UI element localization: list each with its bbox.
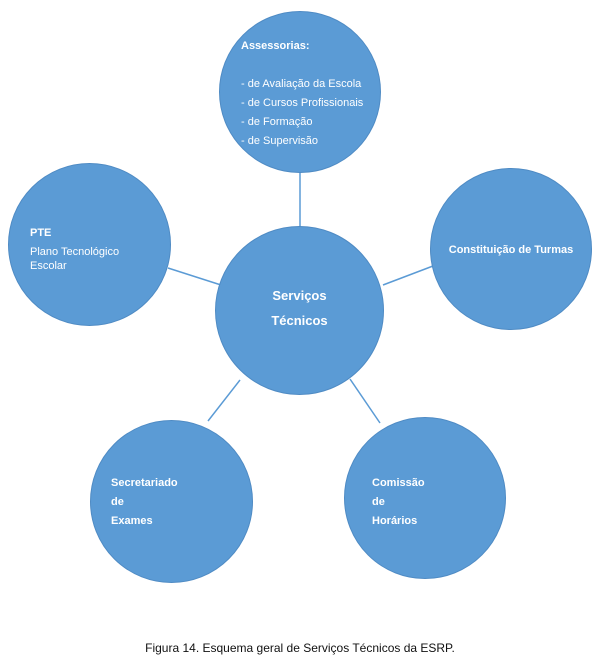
assessorias-node: Assessorias: - de Avaliação da Escola - … [219,11,381,173]
central-title-line2: Técnicos [271,313,328,328]
turmas-title: Constituição de Turmas [448,244,574,256]
central-node: Serviços Técnicos [215,226,384,395]
connector-bottom-left [207,379,241,422]
pte-line1: Plano Tecnológico [30,246,120,258]
assessorias-item: - de Avaliação da Escola [241,78,362,90]
figure-caption: Figura 14. Esquema geral de Serviços Téc… [145,641,455,655]
pte-node: PTE Plano Tecnológico Escolar [8,163,171,326]
assessorias-item: - de Formação [241,116,313,128]
assessorias-item: - de Supervisão [241,135,319,147]
pte-line2: Escolar [30,260,67,272]
assessorias-item: - de Cursos Profissionais [241,97,364,109]
exames-node: Secretariado de Exames [90,420,253,583]
central-title-line1: Serviços [272,288,327,303]
pte-title: PTE [30,227,52,239]
exames-line2: de [111,496,124,508]
exames-line3: Exames [111,515,153,527]
connector-bottom-right [349,378,381,424]
turmas-node: Constituição de Turmas [430,168,592,330]
assessorias-title: Assessorias: [241,40,310,52]
horarios-line2: de [372,496,385,508]
horarios-line3: Horários [372,515,418,527]
connector-right [382,265,434,286]
exames-line1: Secretariado [111,477,178,489]
connector-left [167,267,222,286]
horarios-line1: Comissão [372,477,425,489]
horarios-node: Comissão de Horários [344,417,506,579]
